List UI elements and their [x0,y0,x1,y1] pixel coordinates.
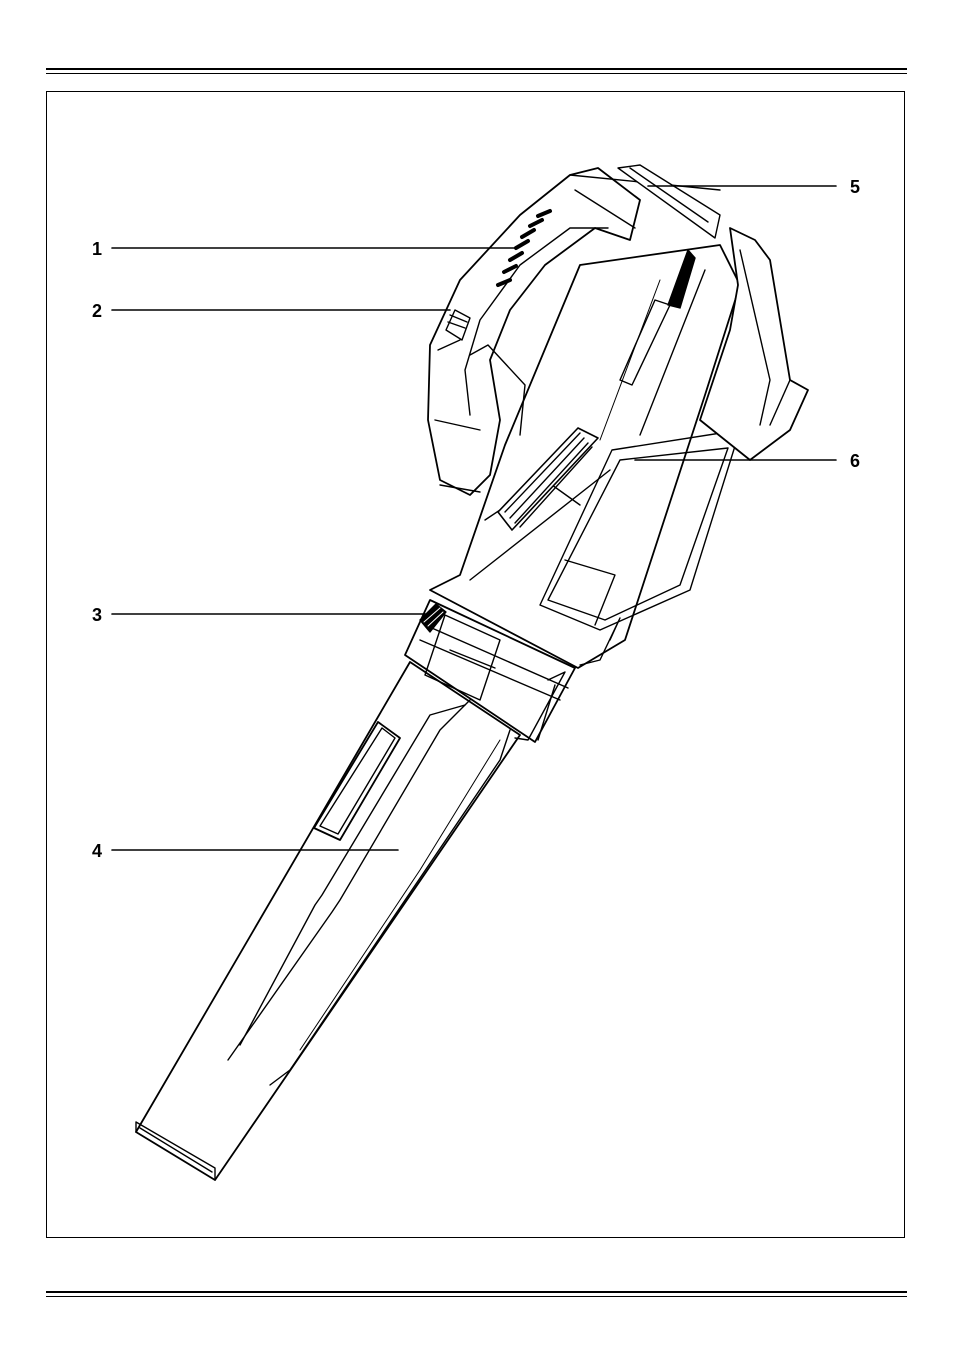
footer-rule-top [46,1291,907,1293]
callout-5: 5 [850,177,860,197]
footer-rule-bottom [46,1296,907,1297]
callout-4: 4 [92,841,102,861]
callout-2: 2 [92,301,102,321]
callout-6: 6 [850,451,860,471]
callout-3: 3 [92,605,102,625]
callout-1: 1 [92,239,102,259]
blower-tube [136,662,520,1180]
